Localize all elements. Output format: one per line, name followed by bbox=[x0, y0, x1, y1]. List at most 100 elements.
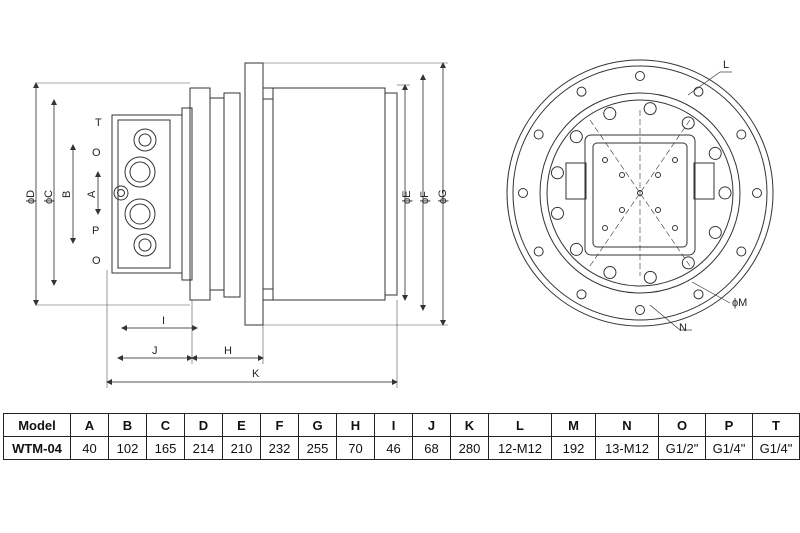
svg-text:H: H bbox=[224, 345, 232, 357]
bolt-hole bbox=[708, 146, 722, 160]
bolt-hole bbox=[752, 188, 762, 198]
bolt-hole bbox=[533, 129, 544, 140]
svg-text:P: P bbox=[92, 225, 99, 237]
bolt-hole bbox=[693, 86, 704, 97]
bolt-hole bbox=[643, 270, 657, 284]
column-header: A bbox=[70, 413, 109, 437]
column-header: D bbox=[184, 413, 223, 437]
mount-hole bbox=[655, 207, 661, 213]
column-header: B bbox=[108, 413, 147, 437]
column-header: O bbox=[658, 413, 706, 437]
value-cell: 232 bbox=[260, 436, 299, 460]
value-cell: 214 bbox=[184, 436, 223, 460]
svg-text:ϕD: ϕD bbox=[25, 190, 37, 204]
technical-drawing: T O B A P O ϕD ϕC ϕE ϕF ϕG I J H K bbox=[25, 59, 774, 388]
bolt-hole bbox=[681, 256, 695, 270]
value-cell: G1/4" bbox=[752, 436, 800, 460]
svg-text:J: J bbox=[152, 345, 158, 357]
value-cell: 210 bbox=[222, 436, 261, 460]
mount-hole bbox=[637, 190, 643, 196]
bolt-hole bbox=[569, 130, 583, 144]
valve-block bbox=[111, 114, 183, 274]
value-cell: G1/4" bbox=[705, 436, 753, 460]
svg-text:ϕC: ϕC bbox=[43, 190, 55, 204]
svg-text:N: N bbox=[679, 322, 687, 334]
mount-hole bbox=[672, 225, 678, 231]
mount-hole bbox=[655, 172, 661, 178]
bolt-hole bbox=[693, 289, 704, 300]
mount-hole bbox=[672, 157, 678, 163]
value-cell: 70 bbox=[336, 436, 375, 460]
svg-text:ϕG: ϕG bbox=[437, 189, 449, 204]
bolt-hole bbox=[718, 186, 732, 200]
svg-text:ϕE: ϕE bbox=[401, 191, 413, 205]
bolt-hole bbox=[569, 242, 583, 256]
value-cell: 192 bbox=[551, 436, 596, 460]
svg-text:K: K bbox=[252, 368, 260, 380]
side-view bbox=[33, 62, 448, 388]
front-view bbox=[506, 59, 774, 331]
svg-text:T: T bbox=[95, 117, 102, 129]
side-view-labels: T O B A P O ϕD ϕC ϕE ϕF ϕG I J H K bbox=[25, 117, 449, 380]
bolt-hole bbox=[518, 188, 528, 198]
svg-text:L: L bbox=[723, 59, 729, 71]
value-cell: 255 bbox=[298, 436, 337, 460]
column-header: N bbox=[595, 413, 659, 437]
value-cell: 46 bbox=[374, 436, 413, 460]
bolt-hole bbox=[736, 246, 747, 257]
bolt-hole bbox=[550, 166, 564, 180]
bolt-hole bbox=[550, 206, 564, 220]
column-header: T bbox=[752, 413, 800, 437]
column-header: P bbox=[705, 413, 753, 437]
model-cell: WTM-04 bbox=[3, 436, 71, 460]
value-cell: 13-M12 bbox=[595, 436, 659, 460]
column-header: C bbox=[146, 413, 185, 437]
column-header: F bbox=[260, 413, 299, 437]
svg-text:O: O bbox=[92, 147, 101, 159]
drum bbox=[272, 87, 386, 301]
mount-hole bbox=[619, 172, 625, 178]
column-header: J bbox=[412, 413, 451, 437]
column-header: Model bbox=[3, 413, 71, 437]
bolt-hole bbox=[533, 246, 544, 257]
column-header: K bbox=[450, 413, 489, 437]
bolt-hole bbox=[576, 86, 587, 97]
mount-hole bbox=[602, 157, 608, 163]
bolt-hole bbox=[635, 71, 645, 81]
column-header: I bbox=[374, 413, 413, 437]
front-view-labels: L ϕM N bbox=[679, 59, 747, 334]
bolt-hole bbox=[603, 266, 617, 280]
bolt-hole bbox=[736, 129, 747, 140]
bolt-hole bbox=[635, 305, 645, 315]
svg-text:I: I bbox=[162, 315, 165, 327]
value-cell: 165 bbox=[146, 436, 185, 460]
mounting-flange bbox=[244, 62, 264, 326]
bolt-hole bbox=[681, 116, 695, 130]
svg-text:ϕM: ϕM bbox=[732, 297, 747, 309]
column-header: L bbox=[488, 413, 552, 437]
column-header: E bbox=[222, 413, 261, 437]
value-cell: 12-M12 bbox=[488, 436, 552, 460]
value-cell: 280 bbox=[450, 436, 489, 460]
value-cell: 68 bbox=[412, 436, 451, 460]
column-header: H bbox=[336, 413, 375, 437]
column-header: G bbox=[298, 413, 337, 437]
mount-hole bbox=[602, 225, 608, 231]
svg-text:A: A bbox=[86, 190, 98, 198]
svg-text:O: O bbox=[92, 255, 101, 267]
svg-text:ϕF: ϕF bbox=[419, 191, 431, 204]
bolt-hole bbox=[708, 225, 722, 239]
svg-text:B: B bbox=[61, 191, 73, 198]
bolt-hole bbox=[643, 102, 657, 116]
mount-hole bbox=[619, 207, 625, 213]
value-cell: 40 bbox=[70, 436, 109, 460]
value-cell: 102 bbox=[108, 436, 147, 460]
bolt-hole bbox=[603, 107, 617, 121]
value-cell: G1/2" bbox=[658, 436, 706, 460]
bolt-hole bbox=[576, 289, 587, 300]
column-header: M bbox=[551, 413, 596, 437]
